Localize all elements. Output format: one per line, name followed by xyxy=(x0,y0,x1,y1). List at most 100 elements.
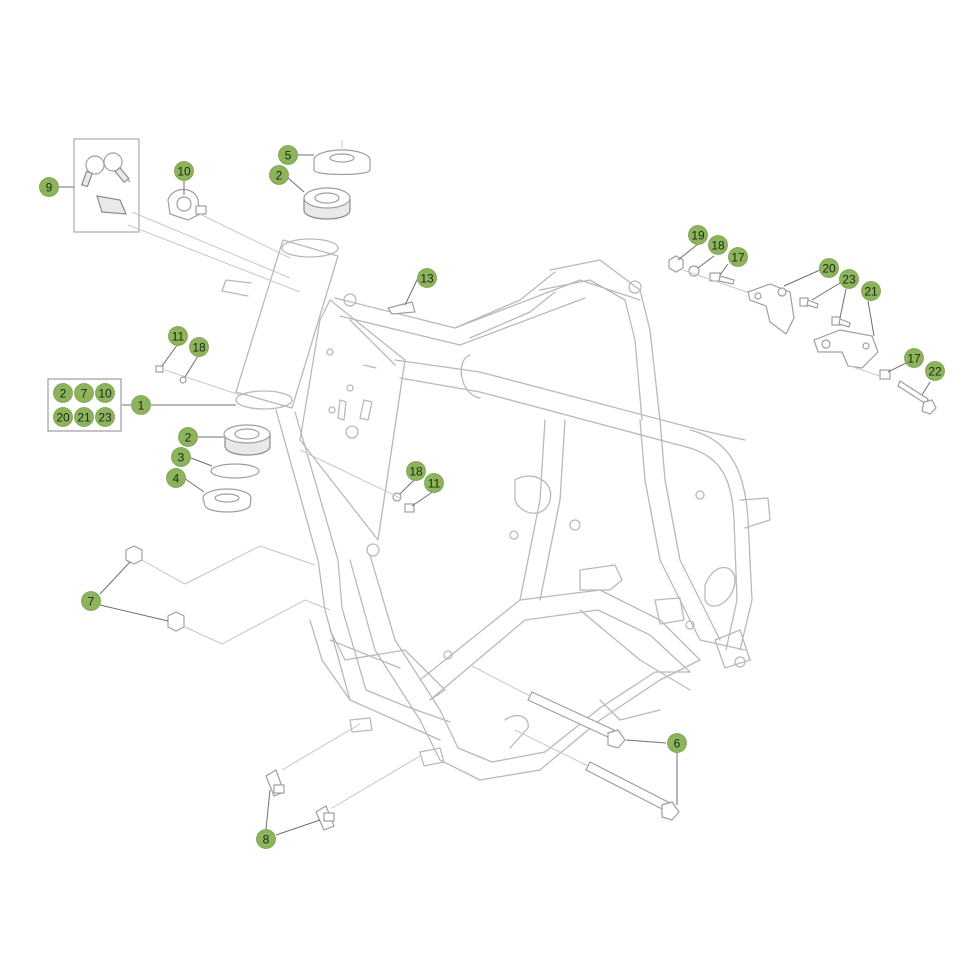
bolt-upper-left-icon xyxy=(155,365,241,396)
kit-callout-21: 21 xyxy=(74,407,94,427)
kit-callout-23: 23 xyxy=(95,407,115,427)
kit-callout-10: 10 xyxy=(95,383,115,403)
callout-7: 7 xyxy=(81,591,101,611)
callout-6: 6 xyxy=(667,733,687,753)
callout-number: 21 xyxy=(864,285,878,299)
callout-number: 10 xyxy=(177,165,191,179)
callout-badge xyxy=(424,473,444,493)
callout-badge xyxy=(256,829,276,849)
callout-17: 17 xyxy=(904,348,924,368)
clamp-icon xyxy=(167,188,207,221)
callout-18: 18 xyxy=(406,461,426,481)
callout-2: 2 xyxy=(178,427,198,447)
callout-badge xyxy=(171,447,191,467)
callout-13: 13 xyxy=(417,268,437,288)
parts xyxy=(73,138,937,831)
callout-number: 7 xyxy=(88,595,95,609)
bolt-mid-icon xyxy=(404,503,415,513)
ignition-lock-icon xyxy=(96,195,127,215)
callout-number: 11 xyxy=(172,330,185,344)
callout-21: 21 xyxy=(861,281,881,301)
callout-number: 2 xyxy=(276,169,283,183)
callout-number: 17 xyxy=(731,251,745,265)
callout-1: 1 xyxy=(131,395,151,415)
callout-number: 20 xyxy=(822,262,836,276)
bolt-17b-icon xyxy=(879,369,891,380)
callout-badge xyxy=(178,427,198,447)
long-bolt-lower-icon xyxy=(585,761,680,821)
callout-badge xyxy=(904,348,924,368)
callout-number: 10 xyxy=(98,387,112,401)
callout-badge xyxy=(189,337,209,357)
callout-badge xyxy=(417,268,437,288)
nut-19-icon xyxy=(668,255,684,273)
callout-number: 2 xyxy=(60,387,67,401)
callout-badge xyxy=(174,161,194,181)
bolt-23-lower-icon xyxy=(831,316,851,328)
callout-badge xyxy=(53,407,73,427)
clip-left-icon xyxy=(265,769,285,797)
callout-number: 19 xyxy=(691,229,705,243)
callout-4: 4 xyxy=(166,468,186,488)
callout-badge xyxy=(839,269,859,289)
callout-badge xyxy=(819,258,839,278)
seal-top-icon xyxy=(313,149,371,176)
callout-20: 20 xyxy=(819,258,839,278)
callout-3: 3 xyxy=(171,447,191,467)
kit-group-box xyxy=(47,378,122,432)
long-bolt-upper-icon xyxy=(527,691,626,749)
callout-11: 11 xyxy=(424,473,444,493)
callout-number: 5 xyxy=(285,149,292,163)
bearing-lower-icon xyxy=(223,424,271,456)
callout-2: 2 xyxy=(269,165,289,185)
callout-badge xyxy=(39,177,59,197)
callout-number: 18 xyxy=(192,341,206,355)
motorcycle-frame xyxy=(221,238,771,781)
callout-badge xyxy=(269,165,289,185)
callout-number: 21 xyxy=(77,411,91,425)
callout-badge xyxy=(74,407,94,427)
callout-number: 7 xyxy=(81,387,88,401)
callout-badge xyxy=(53,383,73,403)
callout-8: 8 xyxy=(256,829,276,849)
callout-23: 23 xyxy=(839,269,859,289)
callout-number: 23 xyxy=(98,411,112,425)
callout-10: 10 xyxy=(174,161,194,181)
clip-right-icon xyxy=(315,805,335,831)
callout-number: 8 xyxy=(263,833,270,847)
callout-number: 22 xyxy=(928,365,942,379)
callout-number: 4 xyxy=(173,472,180,486)
bracket-21-icon xyxy=(813,329,879,369)
callout-number: 23 xyxy=(842,273,856,287)
callout-badge xyxy=(688,225,708,245)
callout-5: 5 xyxy=(278,145,298,165)
callout-number: 13 xyxy=(420,272,434,286)
callout-badge xyxy=(708,235,728,255)
callout-number: 18 xyxy=(409,465,423,479)
callout-number: 11 xyxy=(428,477,441,491)
callout-badge xyxy=(166,468,186,488)
callout-11: 11 xyxy=(168,326,188,346)
callout-19: 19 xyxy=(688,225,708,245)
callout-number: 17 xyxy=(907,352,921,366)
long-bolt-22-icon xyxy=(897,380,937,415)
washer-18-icon xyxy=(688,265,700,277)
callout-badge xyxy=(74,383,94,403)
callout-number: 3 xyxy=(178,451,185,465)
callout-badge xyxy=(81,591,101,611)
callout-number: 2 xyxy=(185,431,192,445)
callout-badge xyxy=(278,145,298,165)
callout-badge xyxy=(728,247,748,267)
callout-badge xyxy=(131,395,151,415)
callout-number: 6 xyxy=(674,737,681,751)
callout-badge xyxy=(667,733,687,753)
callout-9: 9 xyxy=(39,177,59,197)
bolt-23-upper-icon xyxy=(799,297,819,309)
leader-lines xyxy=(59,154,931,836)
nut-lower-icon xyxy=(167,611,185,632)
ring-icon xyxy=(210,463,260,479)
nut-upper-icon xyxy=(125,545,143,565)
bearing-upper-icon xyxy=(303,187,351,220)
callout-badge xyxy=(95,407,115,427)
